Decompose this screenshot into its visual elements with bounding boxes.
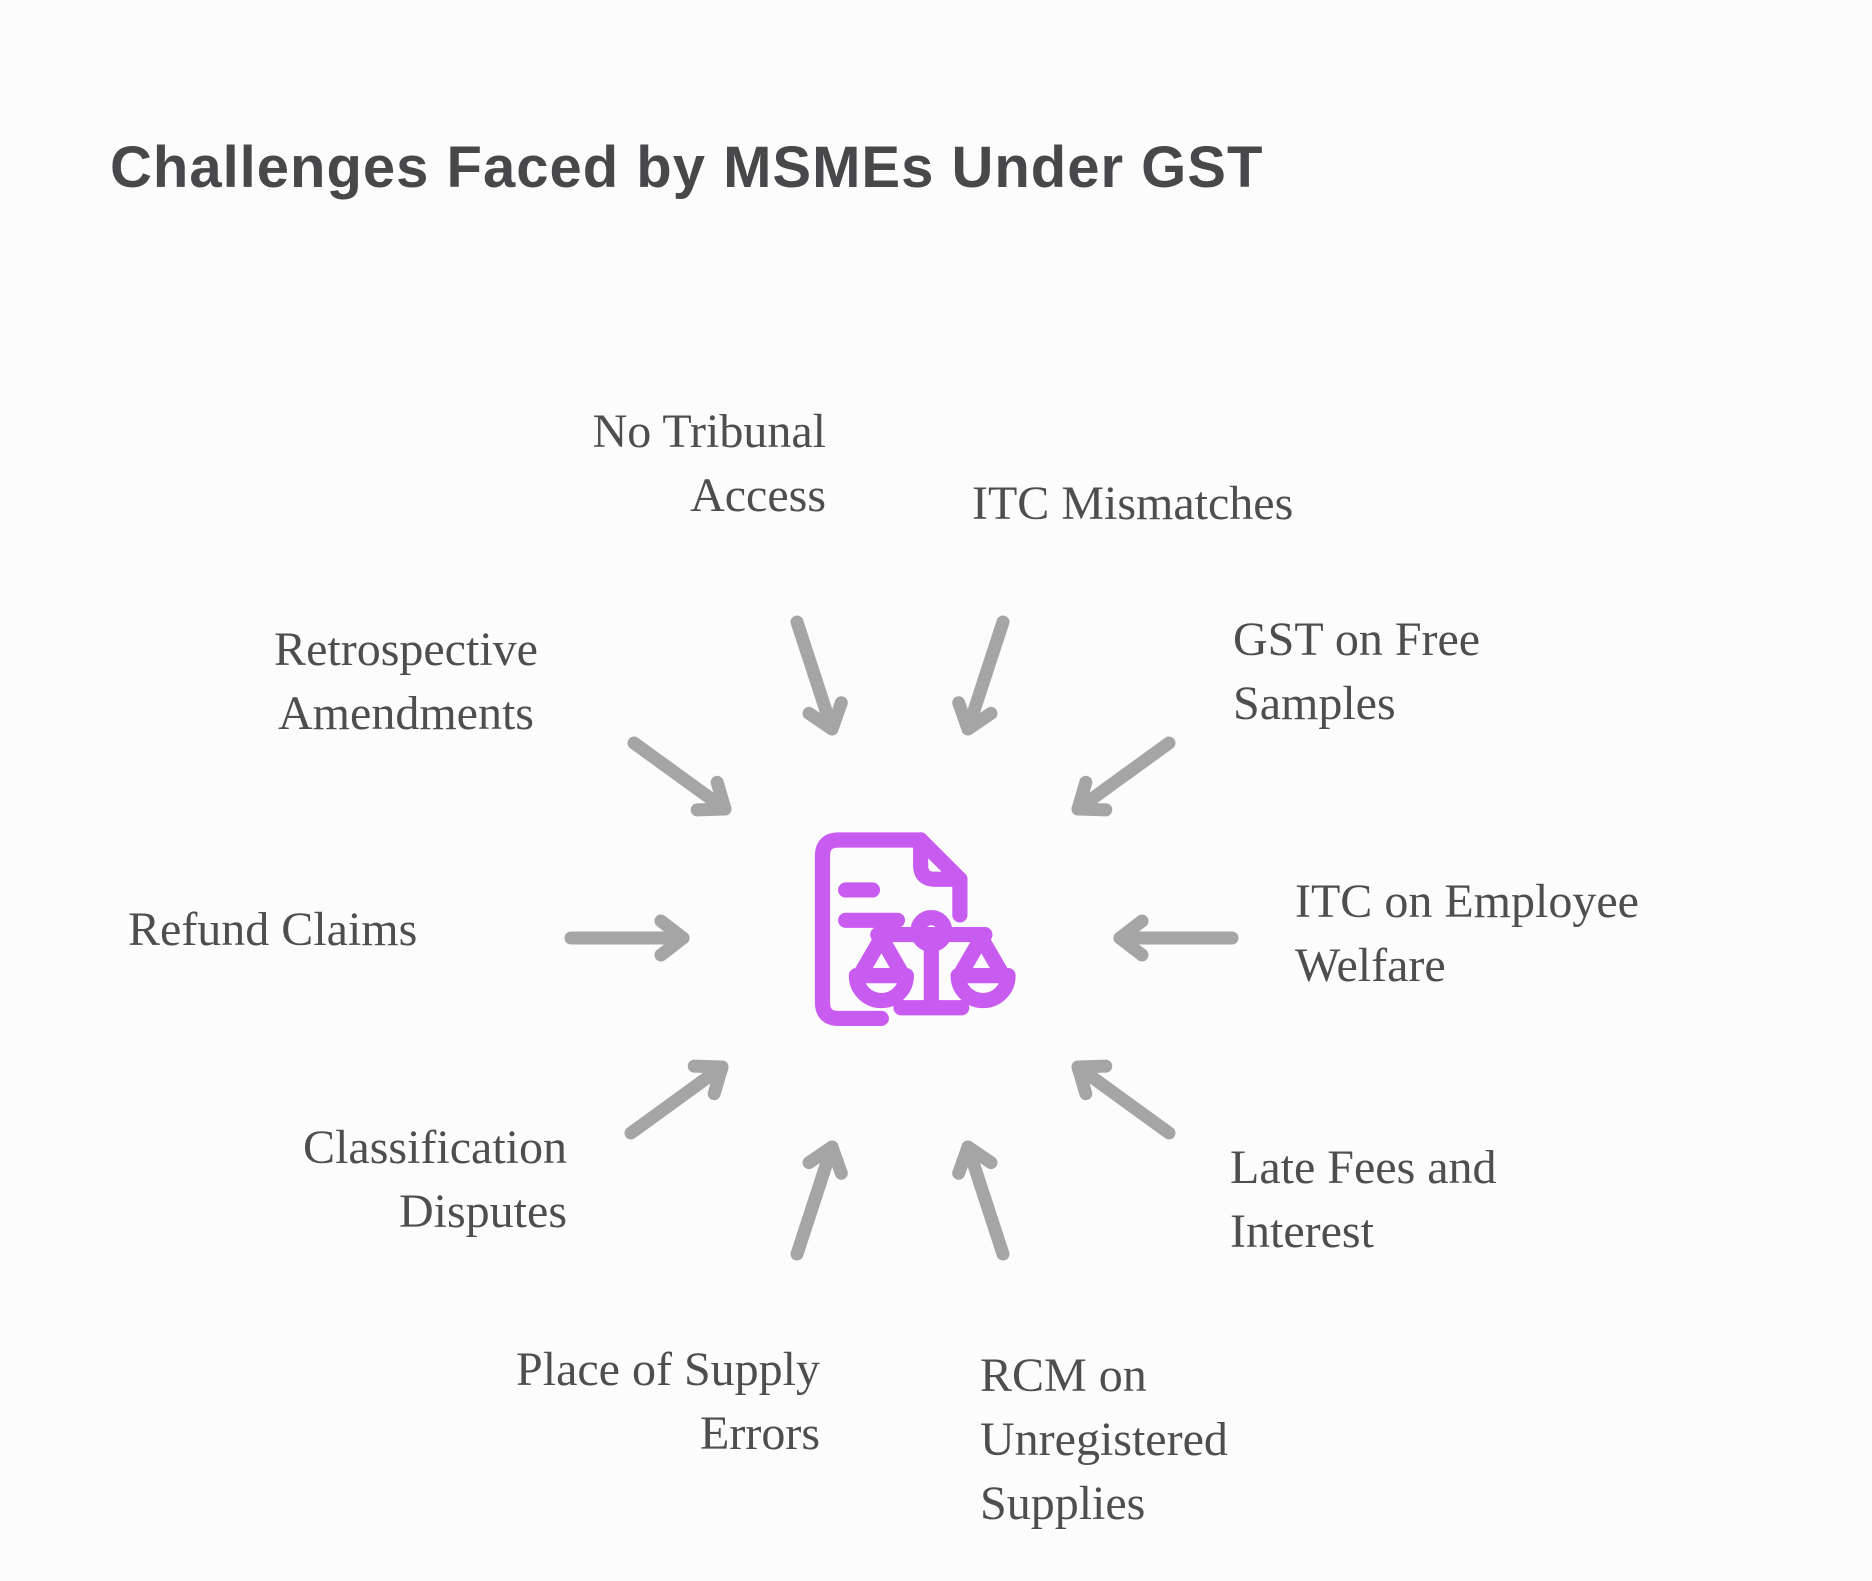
page-title: Challenges Faced by MSMEs Under GST [110,135,1264,200]
challenge-label-rcm-on-unregistered-supplies: RCM on Unregistered Supplies [980,1349,1228,1530]
inward-arrow [790,615,848,736]
challenge-label-retrospective-amendments: Retrospective Amendments [274,623,538,740]
challenge-label-gst-on-free-samples: GST on Free Samples [1233,613,1481,730]
challenge-label-itc-mismatches: ITC Mismatches [972,477,1294,530]
inward-arrow [1071,1059,1176,1140]
inward-arrow [624,1059,729,1140]
challenge-label-itc-on-employee-welfare: ITC on Employee Welfare [1295,875,1639,992]
challenge-label-no-tribunal-access: No Tribunal Access [592,405,826,522]
inward-arrow [627,736,732,817]
document-scales-icon [785,822,1017,1054]
challenge-label-classification-disputes: Classification Disputes [303,1121,567,1238]
challenge-label-place-of-supply-errors: Place of Supply Errors [516,1343,820,1460]
inward-arrow [952,615,1010,736]
challenge-label-late-fees-and-interest: Late Fees and Interest [1230,1141,1497,1258]
inward-arrow [1071,736,1176,817]
inward-arrow [952,1140,1010,1261]
inward-arrow [790,1140,848,1261]
challenge-label-refund-claims: Refund Claims [128,903,418,956]
